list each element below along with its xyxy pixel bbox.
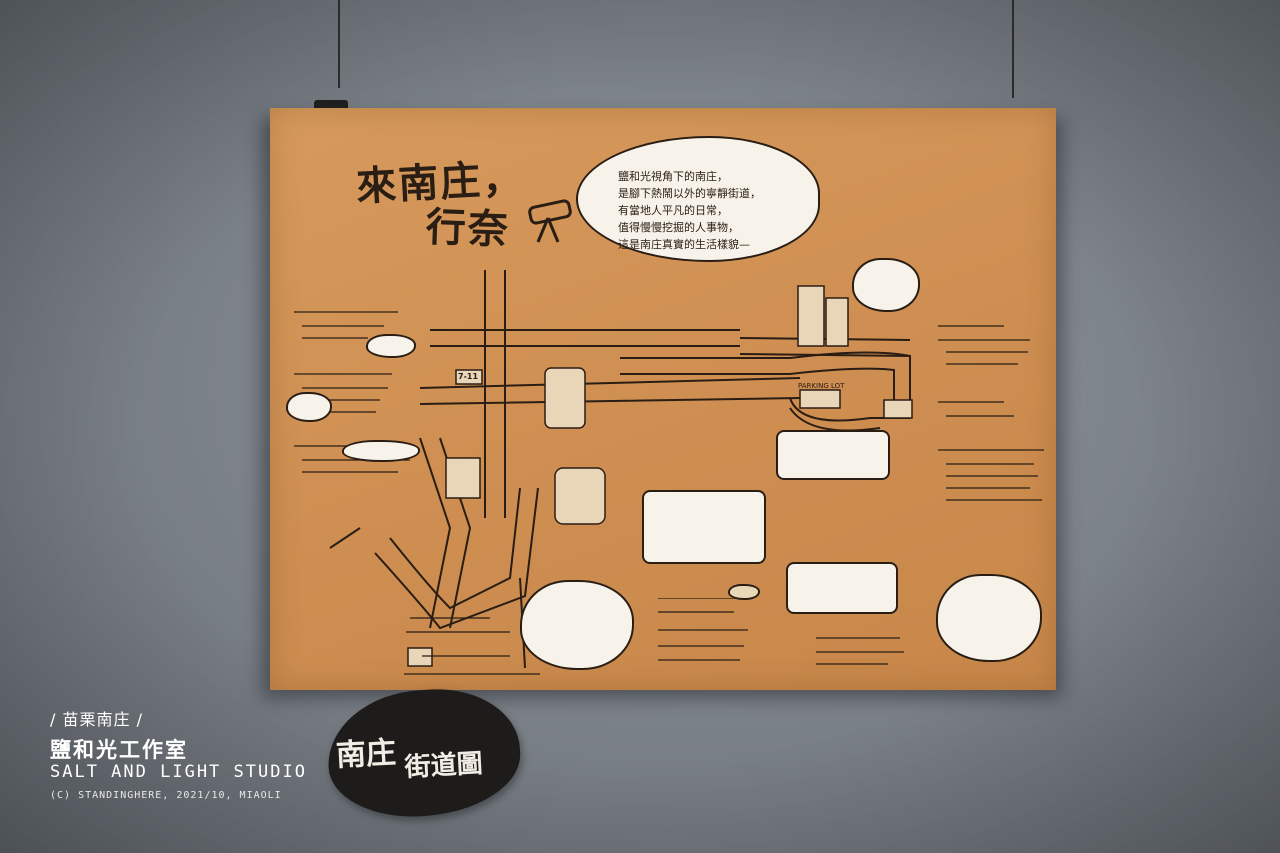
map-label-711: 7-11 <box>458 372 479 381</box>
intro-speech-bubble: 鹽和光視角下的南庄， 是腳下熱鬧以外的寧靜街道， 有當地人平凡的日常， 值得慢慢… <box>576 136 820 262</box>
street-map-title-sign: 南庄 街道圖 <box>324 685 524 821</box>
note-card-center-right <box>776 430 890 480</box>
intro-line-2: 是腳下熱鬧以外的寧靜街道， <box>618 187 761 200</box>
intro-line-4: 值得慢慢挖掘的人事物， <box>618 221 739 234</box>
right-hanging-wire <box>1012 0 1014 98</box>
note-cloud-bottom-center <box>520 580 634 670</box>
sign-text-nanzhuang: 南庄 <box>335 735 397 774</box>
note-card-center-left <box>642 490 766 564</box>
note-cloud-left-lower <box>342 440 420 462</box>
intro-line-1: 鹽和光視角下的南庄， <box>618 170 728 183</box>
handwritten-notes-right <box>938 325 1044 501</box>
intro-line-5: 這是南庄真實的生活樣貌— <box>618 238 750 251</box>
note-cloud-lower-middle <box>728 584 760 600</box>
intro-line-3: 有當地人平凡的日常， <box>618 204 728 217</box>
caption-studio-name-en: SALT AND LIGHT STUDIO <box>50 762 307 782</box>
caption-studio-name-zh: 鹽和光工作室 <box>50 738 188 762</box>
street-map-poster: 來南庄， 行奈 鹽和光視角下的南庄， 是腳下熱鬧以外的寧靜街道， 有當地人平凡的… <box>270 108 1056 690</box>
telescope-icon <box>528 199 572 243</box>
handwritten-notes-bottom <box>404 598 904 675</box>
sign-text-street-map: 街道圖 <box>403 748 484 784</box>
map-label-parking-lot: PARKING LOT <box>798 382 845 390</box>
note-cloud-top-left <box>366 334 416 358</box>
note-cloud-bottom-right <box>936 574 1042 662</box>
left-hanging-wire <box>338 0 340 88</box>
note-cloud-top-right <box>852 258 920 312</box>
caption-photo-credit: (C) STANDINGHERE, 2021/10, MIAOLI <box>50 790 282 801</box>
note-cloud-left-middle <box>286 392 332 422</box>
note-card-lower-right <box>786 562 898 614</box>
caption-region: / 苗栗南庄 / <box>50 710 143 729</box>
